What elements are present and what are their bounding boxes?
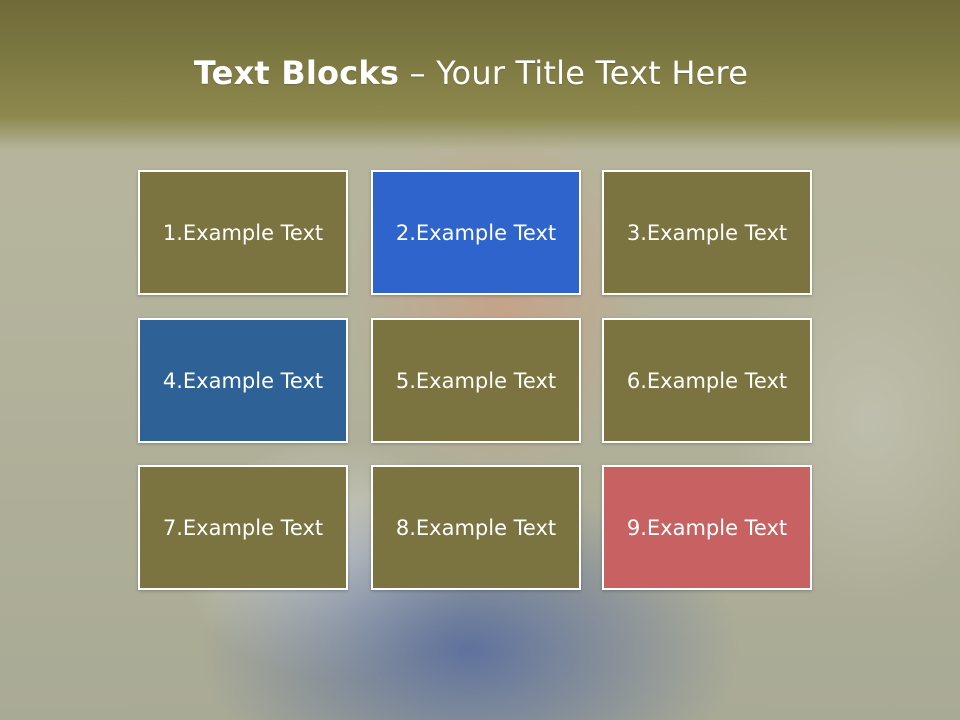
title-bar (0, 0, 960, 150)
text-block-5[interactable]: 5.Example Text (371, 318, 581, 443)
text-block-4[interactable]: 4.Example Text (138, 318, 348, 443)
text-block-7-label: 7.Example Text (162, 515, 324, 540)
title-bold: Text Blocks (193, 54, 400, 92)
title-dash: – (409, 54, 426, 92)
title-rest: Your Title Text Here (436, 54, 749, 92)
text-block-6-label: 6.Example Text (626, 368, 788, 393)
text-block-3-label: 3.Example Text (626, 220, 788, 245)
text-block-6[interactable]: 6.Example Text (602, 318, 812, 443)
text-block-9-label: 9.Example Text (626, 515, 788, 540)
text-block-2[interactable]: 2.Example Text (371, 170, 581, 295)
text-block-8-label: 8.Example Text (395, 515, 557, 540)
text-block-8[interactable]: 8.Example Text (371, 465, 581, 590)
text-block-4-label: 4.Example Text (162, 368, 324, 393)
text-block-5-label: 5.Example Text (395, 368, 557, 393)
text-block-1-label: 1.Example Text (162, 220, 324, 245)
text-block-7[interactable]: 7.Example Text (138, 465, 348, 590)
text-block-9[interactable]: 9.Example Text (602, 465, 812, 590)
text-block-2-label: 2.Example Text (395, 220, 557, 245)
text-block-grid: 1.Example Text 2.Example Text 3.Example … (138, 170, 815, 594)
text-block-1[interactable]: 1.Example Text (138, 170, 348, 295)
text-block-3[interactable]: 3.Example Text (602, 170, 812, 295)
slide-title: Text Blocks – Your Title Text Here (0, 54, 942, 92)
